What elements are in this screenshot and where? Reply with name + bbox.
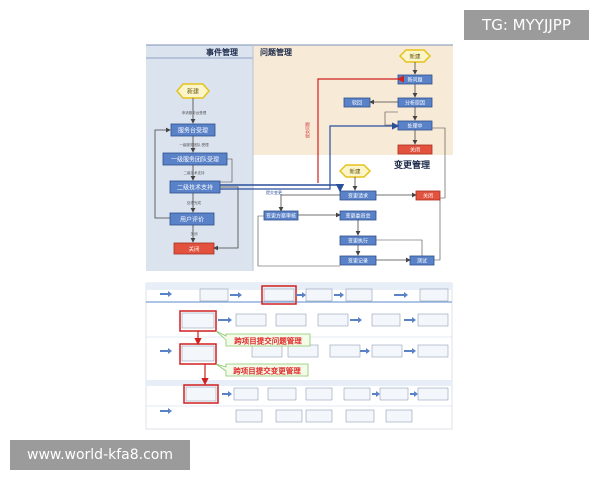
callout-problem: 跨项目提交问题管理 (215, 330, 311, 347)
change-record-label: 变更记录 (348, 258, 368, 265)
user-evaluation-label: 用户评价 (180, 216, 204, 224)
bottom-highlight-box-4 (183, 384, 219, 404)
change-submit-label: 提交变更 (266, 189, 282, 195)
bottom-row-1 (199, 288, 449, 302)
top-swimlane-diagram: 事件管理 问题管理 变更管理 新建 申请服务台受理 服务台受理 一级服务团队-受… (146, 44, 453, 271)
change-execute-label: 变更执行 (348, 238, 368, 245)
incident-start-label: 新建 (187, 88, 199, 96)
change-request-box (339, 190, 377, 201)
change-close-label: 关闭 (423, 193, 433, 200)
problem-closed-label: 关闭 (410, 147, 420, 154)
user-evaluation-box (169, 212, 215, 226)
callout-change-text: 跨项目提交变更管理 (233, 366, 301, 376)
change-record-box (339, 255, 377, 266)
in-progress-label: 处理中 (407, 123, 422, 130)
problem-closed-box (397, 144, 433, 155)
new-problem-label: 新问题 (407, 77, 422, 84)
change-start-label: 新建 (349, 168, 361, 176)
incident-note-close: 关闭 (191, 231, 198, 236)
level2-support-label: 二级技术支持 (177, 184, 213, 192)
watermark-bottom-left: www.world-kfa8.com (10, 440, 190, 470)
incident-start-hexagon (176, 83, 210, 99)
incident-note-done: 处理完成 (187, 200, 201, 205)
problem-flow: 新建 新问题 分析原因 驳回 处理中 关闭 提交问题 (304, 49, 446, 199)
bottom-project-flow-diagram: 跨项目提交问题管理 跨项目提交变更管理 (145, 282, 453, 430)
change-flow: 新建 变更请求 关闭 变更方案审核 变更委员会 变更执行 变更记录 测试 (220, 122, 441, 267)
change-request-label: 变更请求 (348, 193, 368, 200)
change-header: 变更管理 (394, 159, 430, 171)
incident-header: 事件管理 (206, 47, 238, 57)
cause-analysis-label: 分析原因 (405, 100, 425, 107)
bottom-arrows (160, 291, 418, 414)
plan-review-label: 变更方案审核 (266, 213, 296, 220)
change-test-label: 测试 (417, 258, 427, 265)
callout-change: 跨项目提交变更管理 (215, 363, 309, 377)
reject-label: 驳回 (352, 100, 362, 107)
level1-team-label: 一级服务团队受理 (171, 156, 219, 164)
incident-note-level2: 二级技术支持 (184, 170, 205, 175)
bottom-row-2 (181, 312, 449, 329)
service-desk-label: 服务台受理 (178, 127, 208, 135)
problem-start-hexagon (398, 49, 432, 63)
callout-problem-text: 跨项目提交问题管理 (234, 336, 302, 346)
problem-submit-vlabel: 提交问题 (304, 122, 310, 138)
incident-flow: 新建 申请服务台受理 服务台受理 一级服务团队-受理 一级服务团队受理 二级技术… (154, 83, 239, 255)
bottom-row-4 (185, 386, 449, 423)
incident-close-label: 关闭 (188, 245, 199, 253)
bottom-row-3 (181, 344, 449, 362)
watermark-top-right: TG: MYYJJPP (464, 10, 589, 40)
problem-header: 问题管理 (260, 47, 292, 57)
problem-start-label: 新建 (409, 53, 421, 61)
change-committee-label: 变更委员会 (345, 213, 370, 220)
change-start-hexagon (338, 164, 372, 178)
incident-note-dispatch: 一级服务团队-受理 (179, 142, 209, 147)
incident-note-apply: 申请服务台受理 (182, 110, 207, 115)
